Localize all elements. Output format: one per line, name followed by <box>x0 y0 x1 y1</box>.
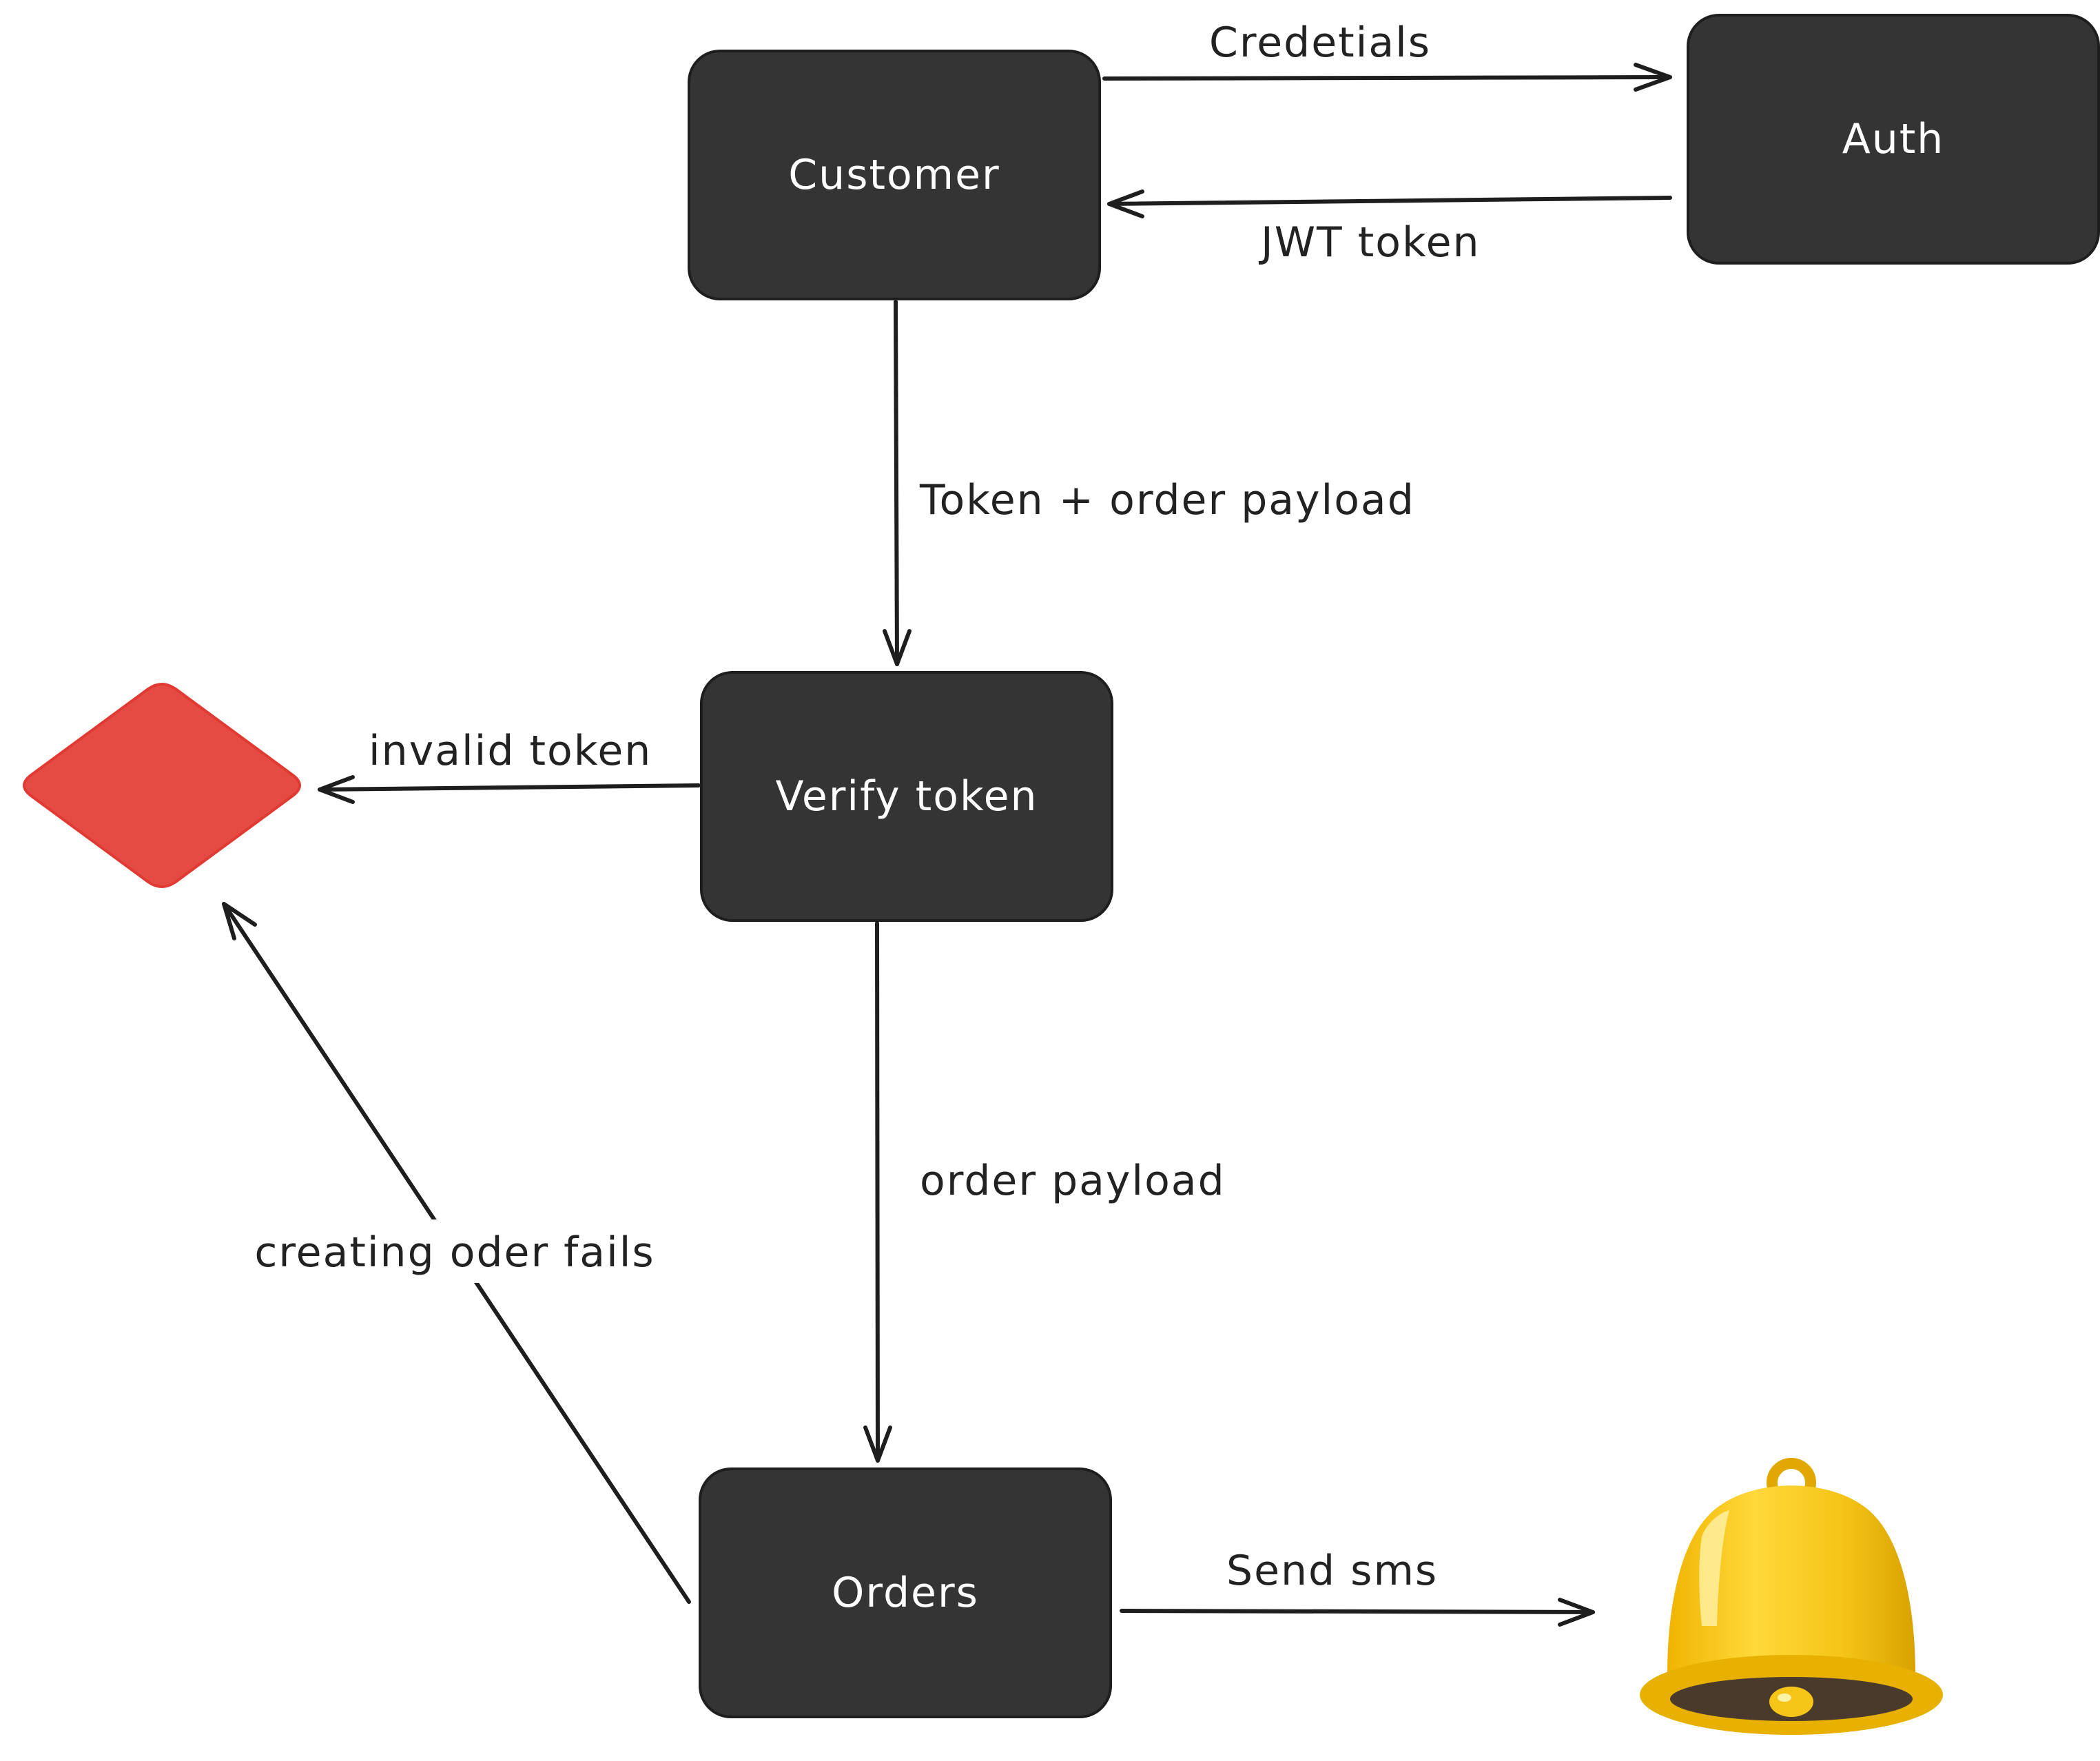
node-verify-token[interactable]: Verify token <box>700 671 1113 922</box>
node-orders[interactable]: Orders <box>699 1468 1112 1718</box>
edge-credentials-label: Credetials <box>1209 19 1431 67</box>
node-customer[interactable]: Customer <box>688 50 1101 300</box>
edge-jwt-token <box>1107 189 1672 218</box>
error-diamond-icon[interactable] <box>23 683 301 888</box>
node-auth-label: Auth <box>1842 115 1945 163</box>
edge-order-payload-label: order payload <box>920 1157 1226 1205</box>
node-orders-label: Orders <box>832 1569 979 1617</box>
edge-send-sms <box>1120 1598 1595 1627</box>
edge-credentials <box>1102 63 1672 92</box>
node-verify-token-label: Verify token <box>775 772 1038 821</box>
bell-icon[interactable] <box>1640 1458 1943 1735</box>
edge-token-payload <box>883 300 912 666</box>
node-customer-label: Customer <box>788 151 1000 199</box>
edge-invalid-token-label: invalid token <box>369 727 652 775</box>
edge-invalid-token <box>318 775 701 804</box>
edge-send-sms-label: Send sms <box>1226 1547 1438 1595</box>
edge-token-payload-label: Token + order payload <box>919 476 1415 524</box>
edge-creating-order-fails-label-bg <box>224 1219 689 1283</box>
edge-order-payload <box>863 921 892 1463</box>
edge-jwt-token-label: JWT token <box>1258 218 1481 267</box>
edge-creating-order-fails-label: creating oder fails <box>254 1228 655 1277</box>
node-auth[interactable]: Auth <box>1687 14 2100 265</box>
